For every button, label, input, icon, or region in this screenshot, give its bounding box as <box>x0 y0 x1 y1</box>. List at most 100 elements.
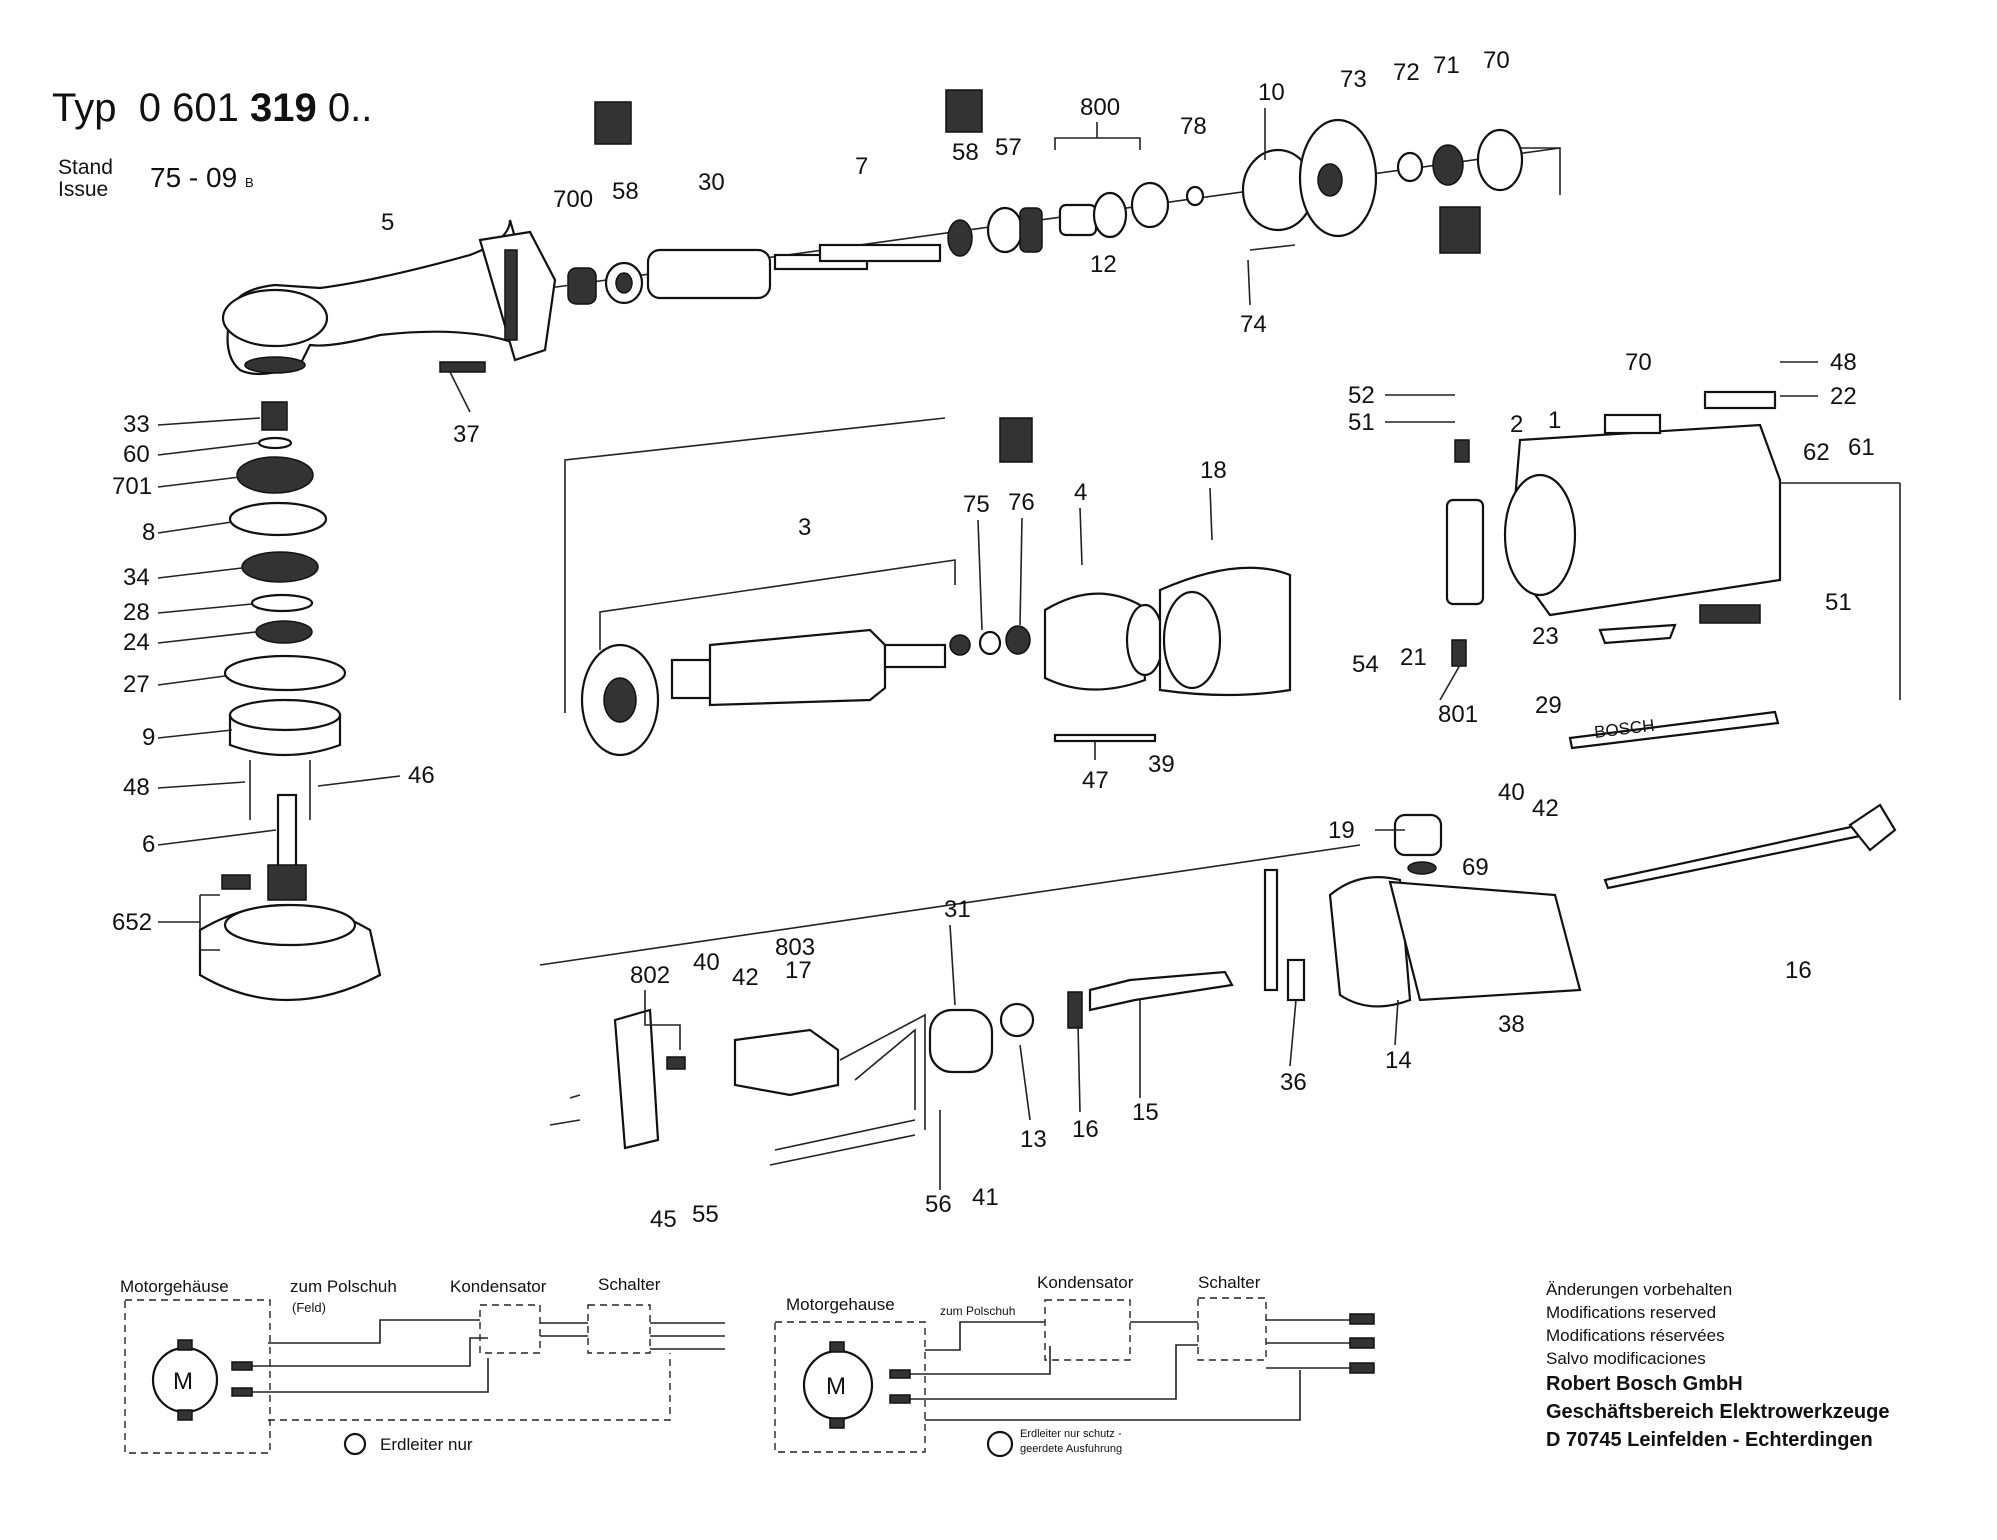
label-58a: 58 <box>612 178 639 205</box>
label-56: 56 <box>925 1191 952 1218</box>
label-45: 45 <box>650 1206 677 1233</box>
wiring-right-ground-line1: Erdleiter nur schutz - <box>1020 1428 1122 1440</box>
row2-labels: 3 75 76 4 18 47 39 52 51 2 1 70 48 22 62… <box>599 349 1875 794</box>
label-42b: 42 <box>732 964 759 991</box>
label-34: 34 <box>123 564 150 591</box>
issue-date: 75 - 09 <box>150 162 238 193</box>
legal-line-3: Modifications réservées <box>1546 1326 1725 1345</box>
wiring-right-motor-symbol: M <box>826 1373 846 1400</box>
label-22: 22 <box>1830 383 1857 410</box>
label-29: 29 <box>1535 692 1562 719</box>
label-802: 802 <box>630 962 670 989</box>
label-19: 19 <box>1328 817 1355 844</box>
label-52: 52 <box>1348 382 1375 409</box>
label-4: 4 <box>1074 479 1087 506</box>
label-30: 30 <box>698 169 725 196</box>
label-58b: 58 <box>952 139 979 166</box>
label-75: 75 <box>963 491 990 518</box>
label-51b: 51 <box>1825 589 1852 616</box>
label-700: 700 <box>553 186 593 213</box>
wiring-left-ground-label: Erdleiter nur <box>380 1435 473 1454</box>
left-column-labels: 33 60 701 8 34 28 24 27 9 48 46 6 652 <box>112 411 435 951</box>
label-652: 652 <box>112 909 152 936</box>
label-17: 17 <box>785 957 812 984</box>
label-28: 28 <box>123 599 150 626</box>
legal-address: D 70745 Leinfelden - Echterdingen <box>1546 1429 1873 1451</box>
wiring-diagram-right: Motorgehause zum Polschuh Kondensator Sc… <box>774 1273 1375 1458</box>
stand-issue-labels: Stand Issue <box>58 157 113 201</box>
wiring-left-pole-shoe-sub: (Feld) <box>292 1300 326 1315</box>
wiring-right-motor-housing: Motorgehause <box>786 1295 895 1314</box>
issue-suffix: B <box>244 175 254 190</box>
type-prefix: 0 601 <box>138 86 239 130</box>
label-2: 2 <box>1510 411 1523 438</box>
label-21: 21 <box>1400 644 1427 671</box>
label-74: 74 <box>1240 311 1267 338</box>
wiring-right-capacitor: Kondensator <box>1037 1273 1134 1292</box>
label-37: 37 <box>453 421 480 448</box>
label-76: 76 <box>1008 489 1035 516</box>
type-label: Typ <box>52 86 117 130</box>
stand-label: Stand <box>58 156 113 179</box>
legal-division: Geschäftsbereich Elektrowerkzeuge <box>1546 1401 1890 1423</box>
wiring-diagram-left: Motorgehäuse zum Polschuh (Feld) Kondens… <box>120 1275 725 1456</box>
label-800: 800 <box>1080 94 1120 121</box>
label-18: 18 <box>1200 457 1227 484</box>
label-801: 801 <box>1438 701 1478 728</box>
legal-notice: Änderungen vorbehalten Modifications res… <box>1546 1278 1889 1454</box>
label-60: 60 <box>123 441 150 468</box>
wiring-right-switch: Schalter <box>1198 1273 1261 1292</box>
label-42a: 42 <box>1532 795 1559 822</box>
label-24: 24 <box>123 629 150 656</box>
label-8: 8 <box>142 519 155 546</box>
label-12: 12 <box>1090 251 1117 278</box>
label-1: 1 <box>1548 407 1561 434</box>
label-16b: 16 <box>1072 1116 1099 1143</box>
legal-line-1: Änderungen vorbehalten <box>1546 1280 1733 1299</box>
label-41: 41 <box>972 1184 999 1211</box>
label-48b: 48 <box>1830 349 1857 376</box>
wiring-left-motor-housing: Motorgehäuse <box>120 1277 229 1296</box>
label-10: 10 <box>1258 79 1285 106</box>
motor-housing-group: BOSCH <box>1445 390 1782 750</box>
label-36: 36 <box>1280 1069 1307 1096</box>
label-78: 78 <box>1180 113 1207 140</box>
label-14: 14 <box>1385 1047 1412 1074</box>
switch-group <box>549 803 1897 1166</box>
row3-labels: 40 42 19 69 16 31 803 17 802 40 42 13 16… <box>630 779 1812 1233</box>
label-69: 69 <box>1462 854 1489 881</box>
label-3: 3 <box>798 514 811 541</box>
label-61: 61 <box>1848 434 1875 461</box>
label-54: 54 <box>1352 651 1379 678</box>
label-40a: 40 <box>1498 779 1525 806</box>
label-33: 33 <box>123 411 150 438</box>
label-27: 27 <box>123 671 150 698</box>
wiring-left-motor-symbol: M <box>173 1368 193 1395</box>
label-7: 7 <box>855 153 868 180</box>
label-9: 9 <box>142 724 155 751</box>
label-23: 23 <box>1532 623 1559 650</box>
label-48a: 48 <box>123 774 150 801</box>
label-71: 71 <box>1433 52 1460 79</box>
row2-frame-line <box>564 417 946 713</box>
wiring-left-switch: Schalter <box>598 1275 661 1294</box>
wiring-right-pole-shoe: zum Polschuh <box>940 1304 1015 1318</box>
type-bold: 319 <box>249 86 317 130</box>
issue-label: Issue <box>58 178 109 201</box>
label-70b: 70 <box>1625 349 1652 376</box>
label-13: 13 <box>1020 1126 1047 1153</box>
bearing-clutch-group <box>947 118 1524 257</box>
label-15: 15 <box>1132 1099 1159 1126</box>
label-73: 73 <box>1340 66 1367 93</box>
label-40b: 40 <box>693 949 720 976</box>
label-72: 72 <box>1393 59 1420 86</box>
label-6: 6 <box>142 831 155 858</box>
wiring-right-ground-line2: geerdete Ausfuhrung <box>1020 1443 1122 1455</box>
label-57: 57 <box>995 134 1022 161</box>
label-803: 803 <box>775 934 815 961</box>
type-suffix: 0.. <box>327 86 373 130</box>
label-62: 62 <box>1803 439 1830 466</box>
wiring-left-pole-shoe: zum Polschuh <box>290 1277 397 1296</box>
label-38: 38 <box>1498 1011 1525 1038</box>
